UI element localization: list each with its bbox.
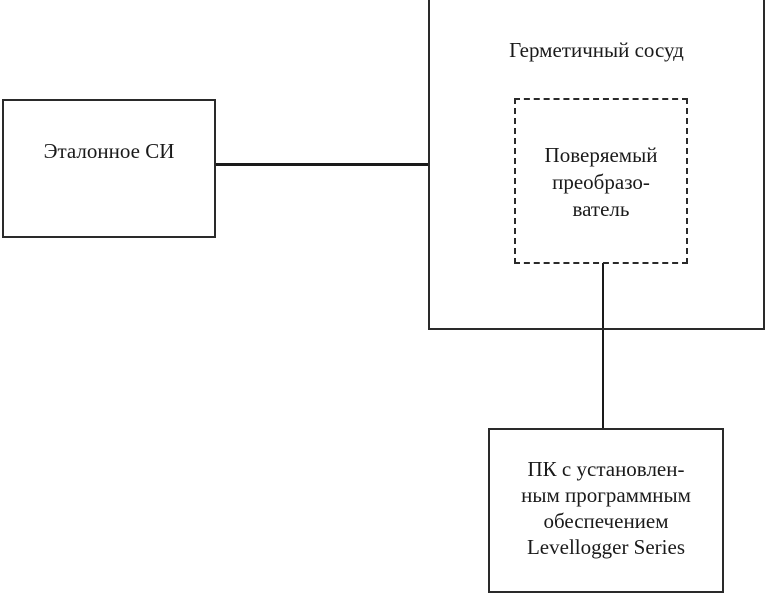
- reference-instrument-label: Эталонное СИ: [43, 139, 175, 163]
- connector-reference-to-vessel: [215, 163, 429, 166]
- reference-instrument-box: Эталонное СИ: [2, 99, 216, 238]
- transducer-under-test-box: Поверяемый преобразо- ватель: [514, 98, 688, 264]
- transducer-under-test-label: Поверяемый преобразо- ватель: [516, 142, 686, 223]
- pc-label-line: обеспечением: [543, 509, 669, 533]
- pc-box: ПК с установлен- ным программным обеспеч…: [488, 428, 724, 593]
- sealed-vessel-label: Герметичный сосуд: [509, 38, 684, 62]
- sealed-vessel-box: Герметичный сосуд: [428, 0, 765, 330]
- pc-label: ПК с установлен- ным программным обеспеч…: [490, 456, 722, 560]
- pc-label-line: Levellogger Series: [526, 535, 686, 559]
- transducer-label-line: ватель: [572, 197, 630, 221]
- pc-label-line: ным программным: [521, 483, 691, 507]
- transducer-label-line: Поверяемый: [544, 143, 658, 167]
- connector-transducer-to-pc: [602, 263, 604, 429]
- pc-label-line: ПК с установлен-: [527, 457, 685, 481]
- transducer-label-line: преобразо-: [552, 170, 650, 194]
